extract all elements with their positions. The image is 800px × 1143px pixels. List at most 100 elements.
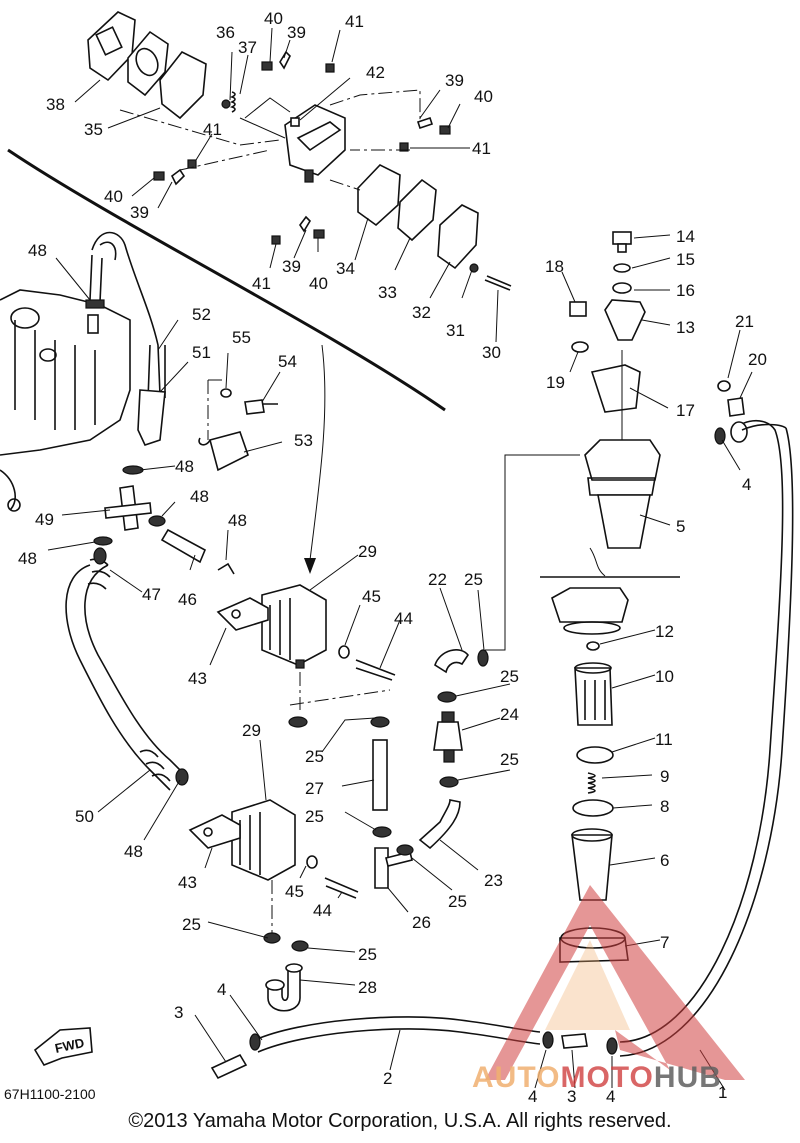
strainer-24 [433, 721, 463, 751]
callout-40: 40 [104, 187, 123, 206]
automotohub-watermark-text: AUTOMOTOHUB [472, 1061, 722, 1095]
callout-16: 16 [676, 281, 695, 300]
callout-47: 47 [142, 585, 161, 604]
pipe-27 [372, 739, 388, 811]
callout-8: 8 [660, 797, 669, 816]
callout-10: 10 [655, 667, 674, 686]
cover-32 [437, 204, 479, 270]
element-10 [574, 667, 613, 726]
section-divider-line [7, 148, 446, 412]
callout-48: 48 [18, 549, 37, 568]
fuel-pump-29-lower [188, 799, 359, 952]
callout-43: 43 [178, 873, 197, 892]
engine-block [0, 289, 131, 512]
callout-4: 4 [528, 1087, 537, 1106]
callout-49: 49 [35, 510, 54, 529]
callout-41: 41 [252, 274, 271, 293]
callout-35: 35 [84, 120, 103, 139]
callout-39: 39 [445, 71, 464, 90]
callout-13: 13 [676, 318, 695, 337]
callout-38: 38 [46, 95, 65, 114]
spring-37 [229, 91, 236, 113]
callout-5: 5 [676, 517, 685, 536]
hose-50 [65, 564, 171, 791]
callout-53: 53 [294, 431, 313, 450]
connector-3 [210, 1053, 248, 1080]
callout-26: 26 [412, 913, 431, 932]
callout-29: 29 [242, 721, 261, 740]
callout-44: 44 [313, 901, 332, 920]
filter-cup-6 [571, 834, 613, 901]
callout-19: 19 [546, 373, 565, 392]
callout-40: 40 [264, 9, 283, 28]
fwd-label: FWD [53, 1035, 85, 1056]
callout-42: 42 [366, 63, 385, 82]
pump-body-42 [284, 104, 346, 176]
callout-4: 4 [606, 1087, 615, 1106]
callout-48: 48 [28, 241, 47, 260]
callout-6: 6 [660, 851, 669, 870]
callout-2: 2 [383, 1069, 392, 1088]
callout-43: 43 [188, 669, 207, 688]
callout-37: 37 [238, 38, 257, 57]
clamp-53 [209, 431, 249, 472]
callout-32: 32 [412, 303, 431, 322]
automotohub-watermark-logo [485, 885, 745, 1080]
callout-7: 7 [660, 933, 669, 952]
callout-27: 27 [305, 779, 324, 798]
callout-1: 1 [718, 1083, 727, 1102]
callout-40: 40 [309, 274, 328, 293]
fwd-arrow-icon [33, 1027, 93, 1066]
callout-41: 41 [345, 12, 364, 31]
callout-41: 41 [472, 139, 491, 158]
callout-25: 25 [500, 667, 519, 686]
hose-1 [619, 420, 784, 1043]
callout-39: 39 [287, 23, 306, 42]
callout-41: 41 [203, 120, 222, 139]
gasket-diaphragm [127, 30, 169, 97]
callout-15: 15 [676, 250, 695, 269]
callout-52: 52 [192, 305, 211, 324]
upper-pump-assembly [87, 11, 512, 291]
callout-48: 48 [175, 457, 194, 476]
callout-50: 50 [75, 807, 94, 826]
hose-46 [160, 528, 207, 564]
spring-9 [587, 772, 596, 794]
callout-22: 22 [428, 570, 447, 589]
hose-51 [91, 231, 161, 396]
callout-17: 17 [676, 401, 695, 420]
callout-31: 31 [446, 321, 465, 340]
callout-40: 40 [474, 87, 493, 106]
callout-3: 3 [174, 1003, 183, 1022]
callout-11: 11 [655, 730, 673, 749]
callout-30: 30 [482, 343, 501, 362]
callout-25: 25 [448, 892, 467, 911]
callout-25: 25 [464, 570, 483, 589]
callout-48: 48 [124, 842, 143, 861]
gasket-34 [357, 164, 401, 227]
joint-26 [374, 847, 389, 889]
callout-48: 48 [190, 487, 209, 506]
callout-18: 18 [545, 257, 564, 276]
callout-25: 25 [305, 747, 324, 766]
callout-45: 45 [362, 587, 381, 606]
callout-25: 25 [358, 945, 377, 964]
watermark-part-auto: AUTO [472, 1061, 561, 1094]
callout-23: 23 [484, 871, 503, 890]
leader-lines [47, 27, 753, 1091]
hose-22 [434, 649, 469, 674]
watermark-part-moto: MOTO [560, 1061, 654, 1094]
diaphragm-35 [159, 50, 207, 120]
diagram-code: 67H1100-2100 [4, 1086, 96, 1102]
callout-25: 25 [182, 915, 201, 934]
screw-30 [484, 275, 512, 291]
callout-33: 33 [378, 283, 397, 302]
callout-44: 44 [394, 609, 413, 628]
callout-20: 20 [748, 350, 767, 369]
copyright-notice: ©2013 Yamaha Motor Corporation, U.S.A. A… [128, 1110, 672, 1132]
fuel-filter-assembly [551, 231, 787, 963]
callout-21: 21 [735, 312, 754, 331]
callout-54: 54 [278, 352, 297, 371]
hose-23 [418, 799, 461, 850]
callout-labels: 1 2 3 3 4 4 4 4 5 6 7 8 9 10 11 12 13 14… [18, 9, 767, 1106]
